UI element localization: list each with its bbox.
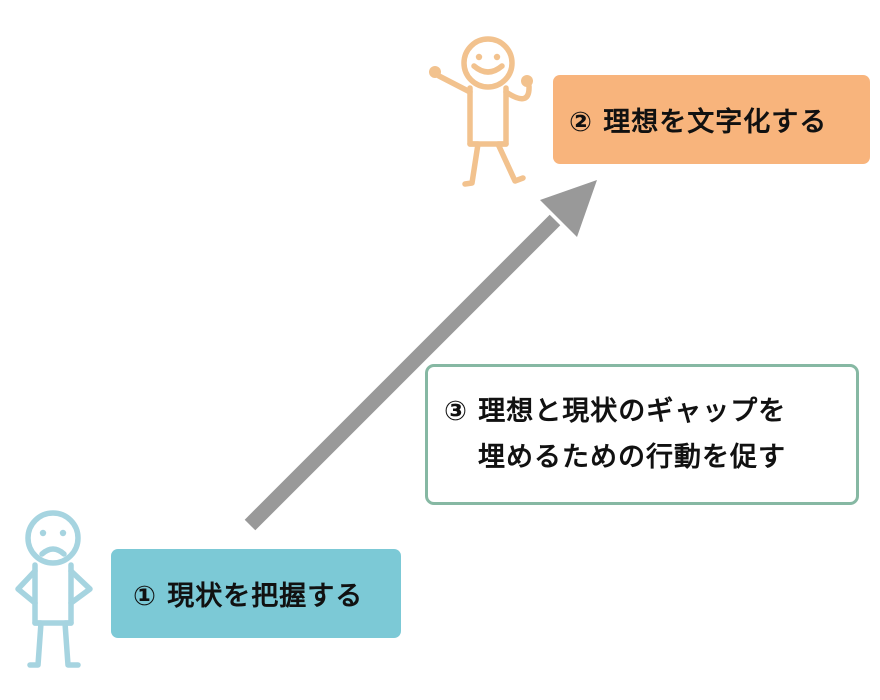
step-current-label: ① 現状を把握する: [133, 581, 364, 612]
step-gap-line2: 埋めるための行動を促す: [478, 441, 786, 473]
step-current-box: ① 現状を把握する: [111, 549, 401, 638]
step-gap-line1: ③ 理想と現状のギャップを: [444, 395, 787, 427]
happy-person-icon: [429, 36, 533, 187]
step-gap-box: ③ 理想と現状のギャップを 埋めるための行動を促す: [425, 364, 859, 505]
arrow-head: [540, 180, 597, 237]
arrow-shaft: [244, 214, 561, 531]
sad-person-icon: [15, 510, 93, 668]
step-ideal-label: ② 理想を文字化する: [569, 107, 828, 138]
step-ideal-box: ② 理想を文字化する: [553, 75, 870, 164]
